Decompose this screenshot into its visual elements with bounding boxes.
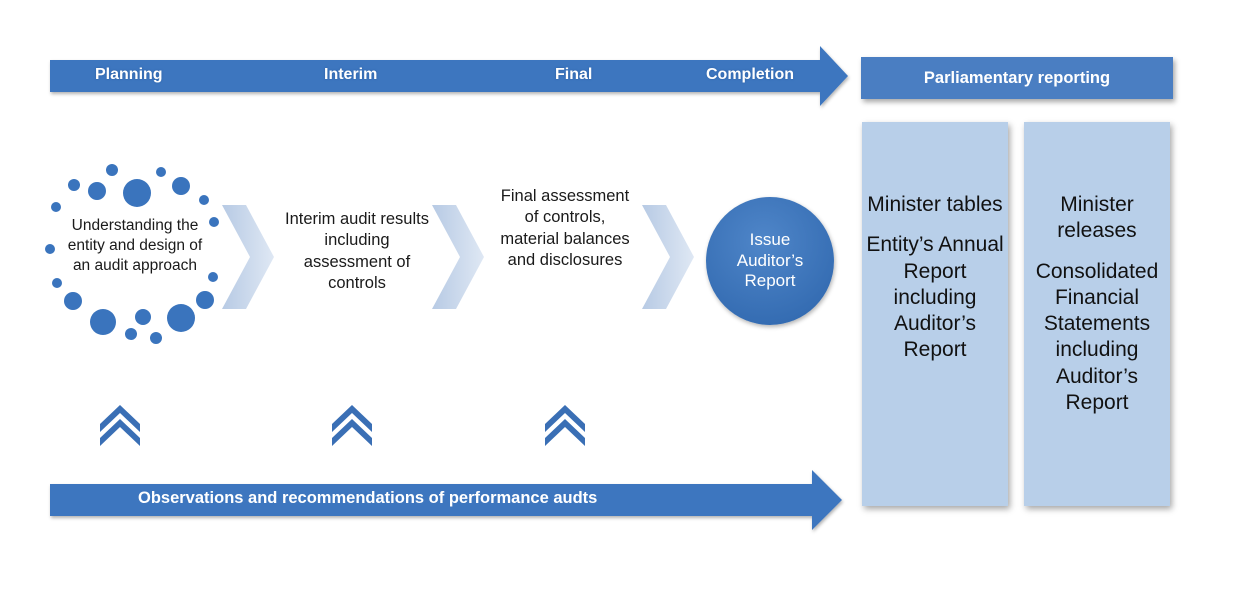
panel-body: Entity’s Annual Report including Auditor… (866, 233, 1004, 362)
chevron-arrow-3 (642, 205, 694, 309)
timeline-arrow (50, 46, 848, 106)
planning-dot-ring (45, 164, 219, 344)
panel-minister-releases: Minister releases Consolidated Financial… (1024, 122, 1170, 506)
parliamentary-reporting-label: Parliamentary reporting (923, 68, 1111, 87)
step-planning-text: Understanding the entity and design of a… (67, 217, 203, 275)
issue-auditors-report-circle: Issue Auditor’s Report (706, 197, 834, 325)
panel-head: Minister releases (1057, 193, 1137, 243)
panel-body: Consolidated Financial Statements includ… (1035, 259, 1159, 414)
step-interim-text: Interim audit results including assessme… (285, 210, 429, 293)
panel-minister-tables: Minister tables Entity’s Annual Report i… (862, 122, 1008, 506)
chevron-arrow-2 (432, 205, 484, 309)
double-chevron-up-icon (332, 405, 372, 446)
parliamentary-reporting-header: Parliamentary reporting (861, 57, 1173, 99)
phase-label-completion: Completion (706, 66, 794, 83)
phase-label-planning: Planning (95, 66, 163, 83)
performance-audits-label: Observations and recommendations of perf… (138, 489, 598, 507)
performance-arrow (50, 470, 842, 530)
double-chevron-up-icon (100, 405, 140, 446)
issue-auditors-report-label: Issue Auditor’s Report (736, 230, 804, 291)
panel-head: Minister tables (867, 193, 1003, 216)
chevron-arrow-1 (222, 205, 274, 309)
double-chevron-up-icon (545, 405, 585, 446)
phase-label-final: Final (555, 66, 593, 83)
step-final-text: Final assessment of controls, material b… (500, 187, 630, 270)
phase-label-interim: Interim (324, 66, 378, 83)
